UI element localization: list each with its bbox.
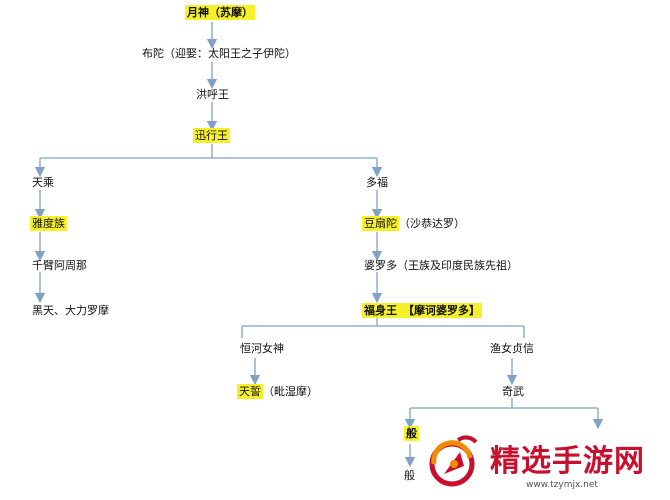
node-qiwu: 奇武	[502, 385, 524, 398]
node-henghe: 恒河女神	[240, 342, 284, 355]
node-ban-2: 般	[404, 469, 415, 482]
node-ban: 般	[404, 426, 419, 441]
watermark-url: www.tzymjx.net	[526, 480, 598, 490]
node-tianshi: 天誓（毗湿摩）	[237, 384, 318, 399]
watermark-title: 精选手游网	[490, 444, 645, 479]
node-yunu: 渔女贞信	[490, 342, 534, 355]
node-dubian: 豆扇陀（沙恭达罗）	[362, 216, 465, 231]
node-qianbi: 千臂阿周那	[32, 259, 87, 272]
node-moon-god: 月神（苏摩）	[185, 5, 255, 20]
node-heitian: 黑天、大力罗摩	[32, 304, 109, 317]
node-swift-king: 迅行王	[193, 128, 230, 143]
node-tianchui: 天乘	[32, 176, 54, 189]
node-fushen: 福身王【摩诃婆罗多】	[362, 303, 482, 318]
watermark: 精选手游网 www.tzymjx.net	[420, 428, 670, 500]
node-poluoduo: 婆罗多（王族及印度民族先祖）	[364, 259, 518, 272]
node-budha: 布陀（迎娶：太阳王之子伊陀）	[142, 47, 296, 60]
node-pururavas: 洪呼王	[196, 88, 229, 101]
node-yadava: 雅度族	[30, 216, 67, 231]
node-duofu: 多福	[366, 176, 388, 189]
watermark-logo-icon	[429, 435, 478, 487]
